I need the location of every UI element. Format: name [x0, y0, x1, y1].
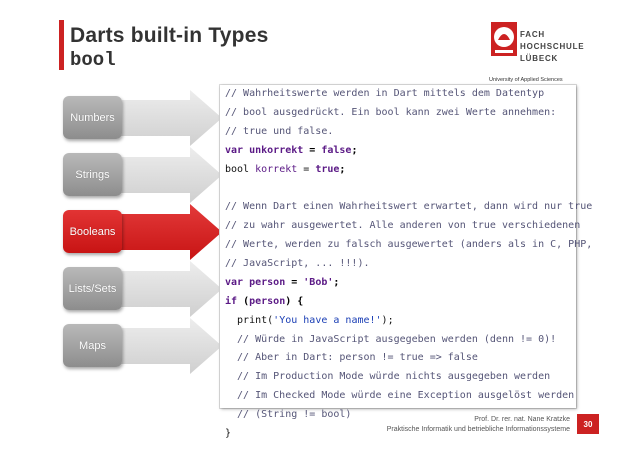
tab-numbers[interactable]: Numbers — [63, 96, 122, 139]
code-token: } — [225, 428, 232, 440]
code-token: ; — [339, 163, 346, 175]
code-token: // zu wahr ausgewertet. Alle anderen von… — [225, 220, 581, 232]
code-token: ) { — [285, 295, 304, 307]
logo-emblem-icon — [491, 22, 517, 56]
code-token: person — [249, 295, 286, 307]
code-line: // Würde in JavaScript ausgegeben werden… — [225, 331, 592, 350]
code-token: true — [315, 163, 340, 175]
code-token: // JavaScript, ... !!!). — [225, 258, 370, 270]
code-token: korrekt — [255, 163, 298, 175]
code-line: bool korrekt = true; — [225, 161, 592, 180]
code-token: // Im Checked Mode würde eine Exception … — [225, 390, 575, 402]
code-token: ( — [237, 295, 250, 307]
slide-title: Darts built-in Types — [70, 24, 269, 47]
code-listing: // Wahrheitswerte werden in Dart mittels… — [225, 85, 592, 444]
page-number: 30 — [577, 414, 599, 434]
tab-maps[interactable]: Maps — [63, 324, 122, 367]
code-line: // Im Production Mode würde nichts ausge… — [225, 368, 592, 387]
arrow-numbers — [110, 90, 222, 146]
code-token: 'Bob' — [303, 276, 334, 288]
slide-subtitle: bool — [70, 49, 116, 71]
code-token: var — [225, 276, 244, 288]
code-line — [225, 179, 592, 198]
code-token: bool — [225, 163, 256, 175]
arrow-booleans — [110, 204, 222, 260]
code-token: person — [249, 276, 286, 288]
code-line: // zu wahr ausgewertet. Alle anderen von… — [225, 217, 592, 236]
code-token: // Wenn Dart einen Wahrheitswert erwarte… — [225, 201, 593, 213]
code-line: // Werte, werden zu falsch ausgewertet (… — [225, 236, 592, 255]
code-token: = — [297, 163, 316, 175]
code-token: 'You have a name!' — [273, 314, 382, 326]
code-token: // (String != bool) — [225, 409, 352, 421]
code-token: // bool ausgedrückt. Ein bool kann zwei … — [225, 106, 557, 118]
code-line: print('You have a name!'); — [225, 312, 592, 331]
university-logo: FACH HOCHSCHULE LÜBECK University of App… — [489, 20, 589, 86]
code-line: // bool ausgedrückt. Ein bool kann zwei … — [225, 104, 592, 123]
code-token: = — [285, 276, 304, 288]
code-token: ); — [381, 314, 394, 326]
footer: Prof. Dr. rer. nat. Nane Kratzke Praktis… — [387, 415, 570, 435]
code-line: // true und false. — [225, 123, 592, 142]
code-token: var — [225, 144, 244, 156]
code-line: // JavaScript, ... !!!). — [225, 255, 592, 274]
code-line: var unkorrekt = false; — [225, 142, 592, 161]
code-token: if — [225, 295, 238, 307]
code-token: ; — [351, 144, 358, 156]
code-token: // Wahrheitswerte werden in Dart mittels… — [225, 88, 545, 99]
code-line: // Im Checked Mode würde eine Exception … — [225, 387, 592, 406]
code-line: } — [225, 425, 592, 444]
code-token: // Im Production Mode würde nichts ausge… — [225, 371, 551, 383]
code-line: if (person) { — [225, 293, 592, 312]
code-line: // (String != bool) — [225, 406, 592, 425]
code-line: // Wenn Dart einen Wahrheitswert erwarte… — [225, 198, 592, 217]
arrow-maps — [110, 318, 222, 374]
code-token: = — [303, 144, 322, 156]
footer-author: Prof. Dr. rer. nat. Nane Kratzke — [474, 416, 570, 423]
code-line: var person = 'Bob'; — [225, 274, 592, 293]
code-token: false — [321, 144, 352, 156]
code-panel: // Wahrheitswerte werden in Dart mittels… — [220, 85, 592, 439]
logo-line-2: HOCHSCHULE — [520, 42, 585, 51]
arrow-lists — [110, 261, 222, 317]
logo-line-1: FACH — [520, 30, 545, 39]
code-token: print( — [225, 314, 274, 326]
title-accent-bar — [59, 20, 64, 70]
code-token: // Werte, werden zu falsch ausgewertet (… — [225, 239, 593, 251]
footer-department: Praktische Informatik und betriebliche I… — [386, 426, 570, 433]
tab-strings[interactable]: Strings — [63, 153, 122, 196]
arrow-strings — [110, 147, 222, 203]
tab-lists-sets[interactable]: Lists/Sets — [63, 267, 122, 310]
code-token: ; — [333, 276, 340, 288]
logo-line-3: LÜBECK — [520, 54, 559, 63]
code-token: // true und false. — [225, 125, 334, 137]
code-token: // Aber in Dart: person != true => false — [225, 352, 478, 364]
logo-tagline: University of Applied Sciences — [489, 77, 563, 83]
code-token: unkorrekt — [249, 144, 304, 156]
code-line: // Aber in Dart: person != true => false — [225, 349, 592, 368]
code-token: // Würde in JavaScript ausgegeben werden… — [225, 333, 557, 345]
tab-booleans[interactable]: Booleans — [63, 210, 122, 253]
code-line: // Wahrheitswerte werden in Dart mittels… — [225, 85, 592, 104]
